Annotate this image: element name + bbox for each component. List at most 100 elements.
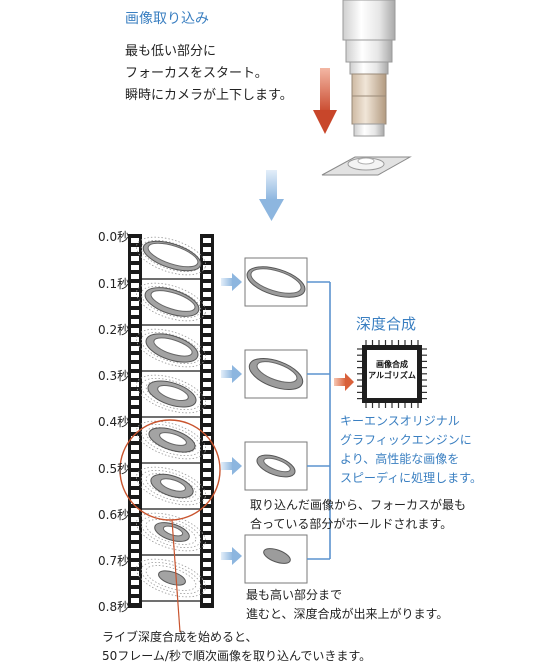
film-perforation — [131, 301, 139, 306]
hold-line: 合っている部分がホールドされます。 — [250, 517, 453, 531]
film-frame — [136, 282, 206, 326]
film-perforation — [203, 382, 211, 387]
film-frame — [136, 420, 206, 464]
callout-line — [171, 519, 181, 633]
film-perforation — [131, 445, 139, 450]
film-perforation — [203, 265, 211, 270]
synthesis-title: 深度合成 — [356, 315, 417, 333]
film-perforation — [131, 580, 139, 585]
film-perforation — [203, 373, 211, 378]
film-perforation — [203, 400, 211, 405]
film-perforation — [203, 472, 211, 477]
film-frame — [136, 374, 206, 418]
film-perforation — [131, 481, 139, 486]
film-perforation — [131, 562, 139, 567]
thumbnail-4 — [244, 534, 308, 584]
film-perforation — [131, 490, 139, 495]
film-perforation — [131, 238, 139, 243]
thumbnail-1 — [244, 257, 308, 307]
film-perforation — [131, 256, 139, 261]
film-perforation — [131, 463, 139, 468]
film-perforation — [131, 544, 139, 549]
chip-label: 画像合成 アルゴリズム — [367, 359, 417, 381]
film-perforation — [203, 409, 211, 414]
engine-description: キーエンスオリジナル グラフィックエンジンに より、高性能な画像を スピーディに… — [340, 412, 482, 488]
film-perforation — [131, 535, 139, 540]
capture-line: 瞬時にカメラが上下します。 — [125, 88, 293, 103]
film-perforation — [203, 463, 211, 468]
hold-line: 取り込んだ画像から、フォーカスが最も — [250, 498, 467, 512]
film-perforation — [203, 310, 211, 315]
sample-stage-icon — [321, 156, 412, 176]
film-perforation — [131, 553, 139, 558]
film-perforation — [203, 481, 211, 486]
film-perforation — [203, 535, 211, 540]
film-perforation — [131, 355, 139, 360]
film-perforation — [203, 355, 211, 360]
camera-lens-icon — [342, 0, 396, 137]
chip-label-line: 画像合成 — [376, 360, 408, 369]
film-perforation — [131, 517, 139, 522]
film-perforation — [203, 562, 211, 567]
film-perforation — [203, 571, 211, 576]
film-perforation — [131, 337, 139, 342]
film-perforation — [131, 454, 139, 459]
film-perforation — [203, 247, 211, 252]
film-perforation — [203, 454, 211, 459]
film-perforation — [203, 499, 211, 504]
film-perforation — [131, 265, 139, 270]
film-perforation — [131, 373, 139, 378]
film-perforation — [203, 283, 211, 288]
time-label: 0.5秒 — [98, 462, 130, 476]
connector-bracket — [307, 281, 331, 560]
film-perforation — [131, 472, 139, 477]
time-label: 0.8秒 — [98, 600, 130, 614]
film-perforation — [203, 553, 211, 558]
film-perforation — [131, 499, 139, 504]
time-label: 0.6秒 — [98, 508, 130, 522]
film-perforation — [203, 274, 211, 279]
film-perforation — [131, 283, 139, 288]
film-perforation — [203, 544, 211, 549]
film-perforation — [203, 364, 211, 369]
film-perforation — [131, 400, 139, 405]
film-perforation — [131, 382, 139, 387]
complete-line: 進むと、深度合成が出来上がります。 — [246, 607, 449, 621]
film-perforation — [131, 427, 139, 432]
engine-line: より、高性能な画像を — [340, 452, 460, 466]
engine-line: キーエンスオリジナル — [340, 414, 460, 428]
film-perforation — [131, 598, 139, 603]
time-label: 0.1秒 — [98, 277, 130, 291]
time-label: 0.3秒 — [98, 369, 130, 383]
live-line: ライブ深度合成を始めると、 — [102, 630, 258, 644]
processor-chip-icon — [357, 340, 427, 408]
capture-line: 最も低い部分に — [125, 44, 217, 59]
film-perforation — [203, 328, 211, 333]
red-down-arrow-icon — [313, 68, 337, 134]
time-label: 0.4秒 — [98, 415, 130, 429]
film-perforation — [131, 418, 139, 423]
chip-label-line: アルゴリズム — [368, 371, 416, 380]
film-perforation — [131, 526, 139, 531]
film-perforation — [203, 427, 211, 432]
film-perforation — [131, 274, 139, 279]
film-perforation — [131, 391, 139, 396]
film-perforation — [203, 292, 211, 297]
live-note: ライブ深度合成を始めると、 50フレーム/秒で順次画像を取り込んでいきます。 — [102, 628, 371, 666]
thumbnail-3 — [244, 441, 308, 491]
film-perforation — [131, 310, 139, 315]
film-perforation — [203, 391, 211, 396]
engine-line: グラフィックエンジンに — [340, 433, 472, 447]
film-perforation — [203, 301, 211, 306]
capture-title: 画像取り込み — [125, 11, 209, 27]
thumbnail-2 — [244, 349, 308, 399]
film-perforation — [131, 589, 139, 594]
film-frame — [136, 236, 206, 280]
complete-note: 最も高い部分まで 進むと、深度合成が出来上がります。 — [246, 586, 448, 624]
film-frame — [136, 328, 206, 372]
film-perforation — [203, 517, 211, 522]
time-label: 0.0秒 — [98, 230, 130, 244]
capture-description: 最も低い部分に フォーカスをスタート。 瞬時にカメラが上下します。 — [125, 41, 293, 107]
film-perforation — [203, 346, 211, 351]
